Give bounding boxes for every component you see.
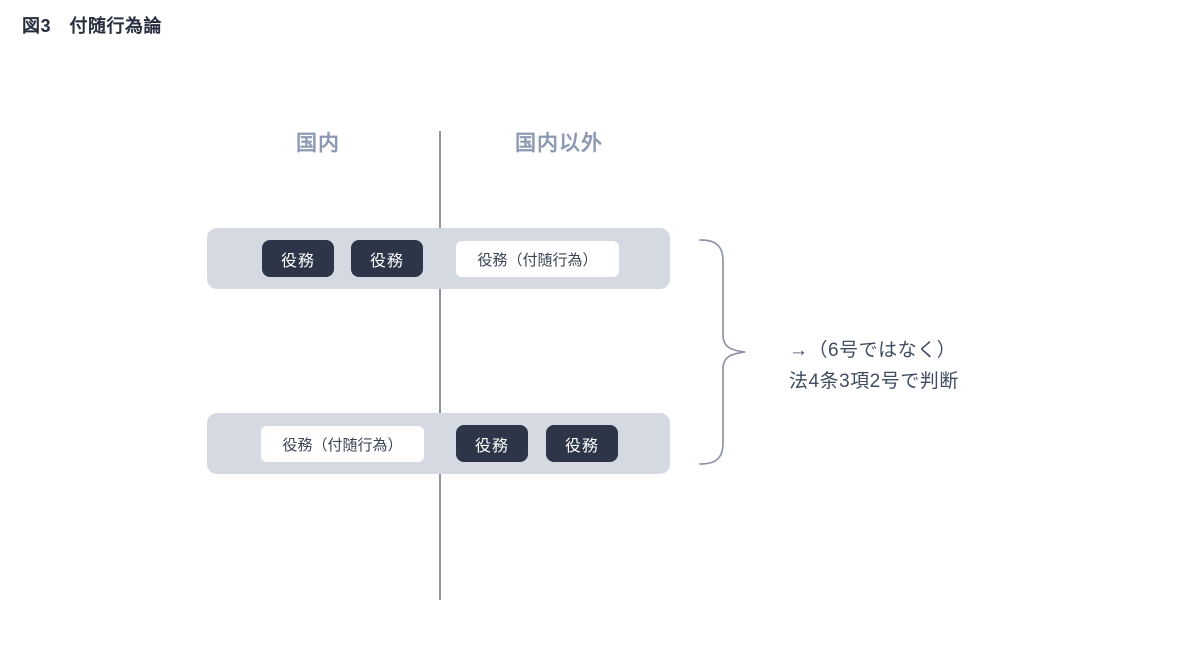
- curly-brace-icon: [699, 239, 746, 465]
- service-box: 役務: [546, 425, 618, 462]
- incidental-service-box: 役務（付随行為）: [456, 241, 619, 277]
- figure-title: 図3 付随行為論: [22, 16, 163, 36]
- service-box: 役務: [456, 425, 528, 462]
- annotation-line-2: 法4条3項2号で判断: [789, 371, 959, 392]
- column-header-non-domestic: 国内以外: [515, 132, 603, 155]
- service-box: 役務: [351, 240, 423, 277]
- annotation-line-1: →（6号ではなく）: [789, 340, 957, 361]
- incidental-service-box: 役務（付随行為）: [261, 426, 424, 462]
- annotation-text: →（6号ではなく） 法4条3項2号で判断: [789, 335, 959, 397]
- column-divider-line: [439, 131, 441, 600]
- service-row-2: 役務（付随行為） 役務 役務: [207, 413, 670, 474]
- service-box: 役務: [262, 240, 334, 277]
- column-header-domestic: 国内: [296, 132, 340, 155]
- service-row-1: 役務 役務 役務（付随行為）: [207, 228, 670, 289]
